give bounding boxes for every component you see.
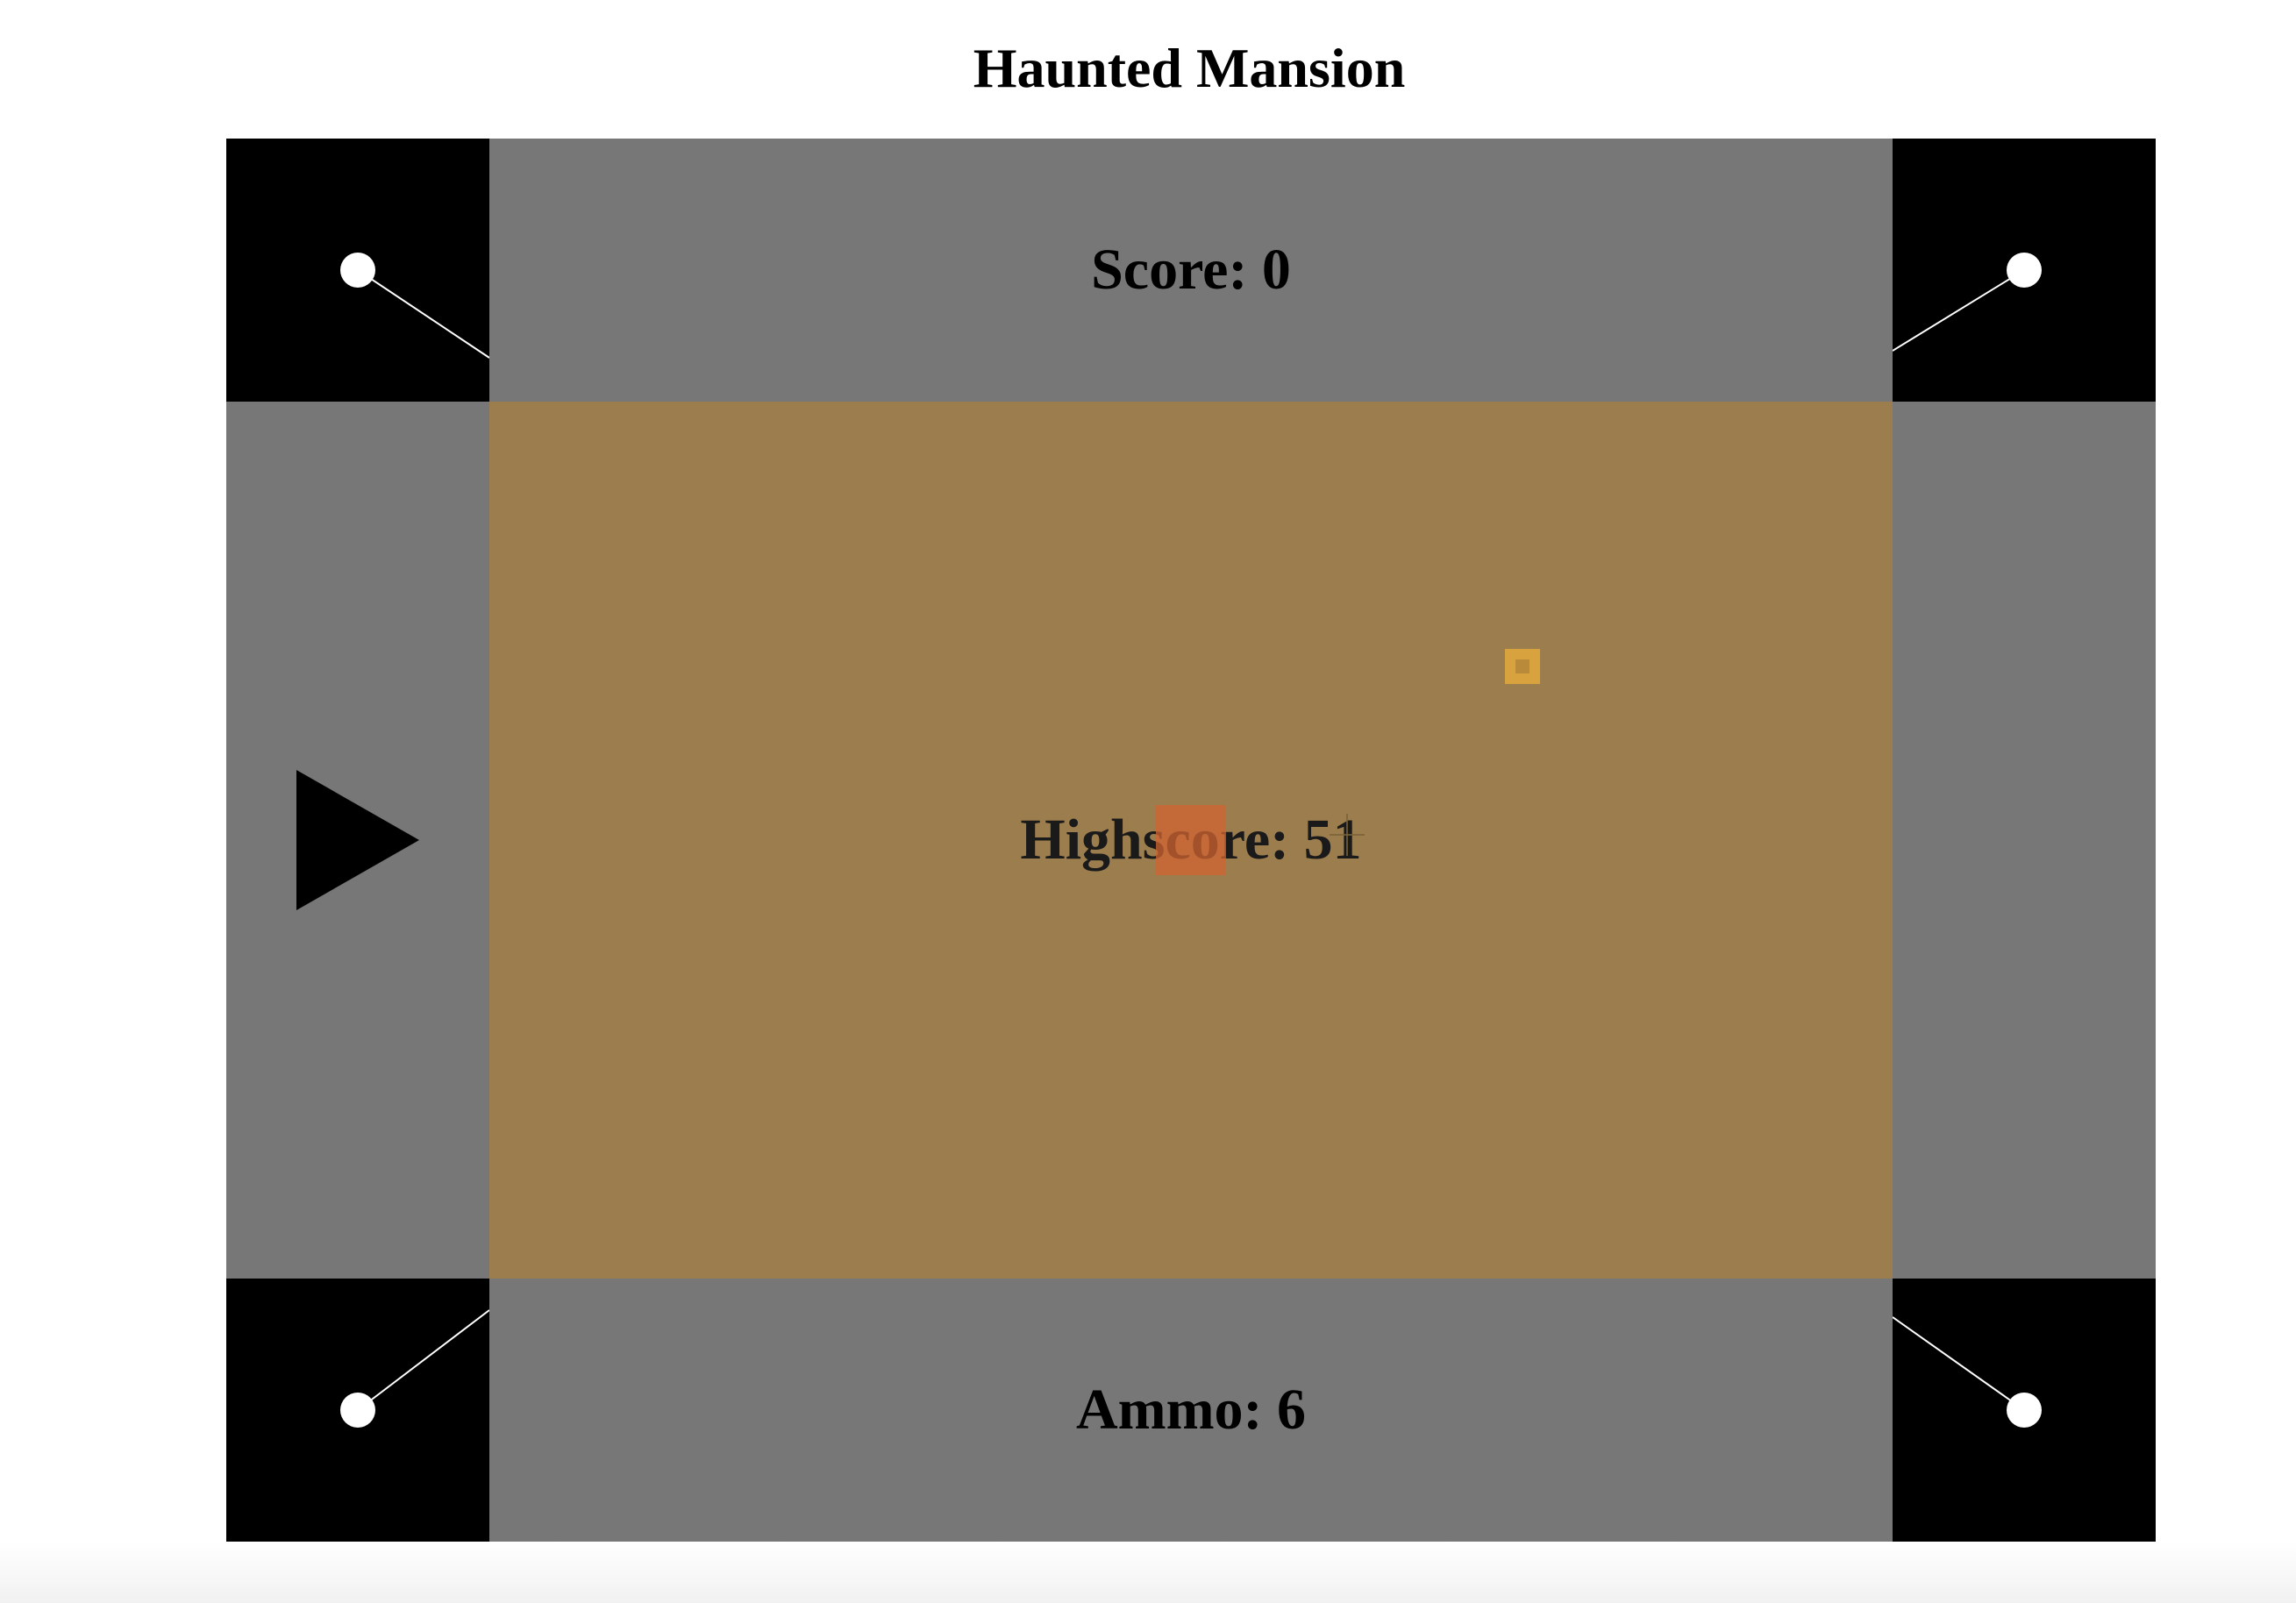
score-panel: Score: 0 [489, 139, 1893, 402]
ghost-sprite[interactable] [1505, 649, 1540, 684]
right-panel [1893, 402, 2156, 1279]
lamp-pin-icon [340, 253, 489, 359]
ammo-panel: Ammo: 6 [489, 1279, 1893, 1542]
lamp-pin-icon [1893, 1316, 2042, 1428]
player-sprite [1156, 805, 1226, 875]
crosshair-icon [1330, 814, 1365, 856]
corner-bottom-left [226, 1279, 489, 1542]
corner-top-left [226, 139, 489, 402]
game-board[interactable]: Score: 0 Highscore: 51 Ammo: 6 [226, 139, 2156, 1542]
lamp-pin-icon [340, 1309, 489, 1428]
lamp-pin-icon [1893, 253, 2042, 352]
corner-top-right [1893, 139, 2156, 402]
page-title: Haunted Mansion [973, 37, 1406, 99]
page-bottom-edge [0, 1542, 2296, 1603]
play-field[interactable]: Highscore: 51 [489, 402, 1893, 1279]
ammo-display: Ammo: 6 [1075, 1378, 1307, 1442]
play-triangle-icon[interactable] [226, 402, 489, 1279]
corner-bottom-right [1893, 1279, 2156, 1542]
score-display: Score: 0 [1091, 238, 1291, 302]
left-panel [226, 402, 489, 1279]
